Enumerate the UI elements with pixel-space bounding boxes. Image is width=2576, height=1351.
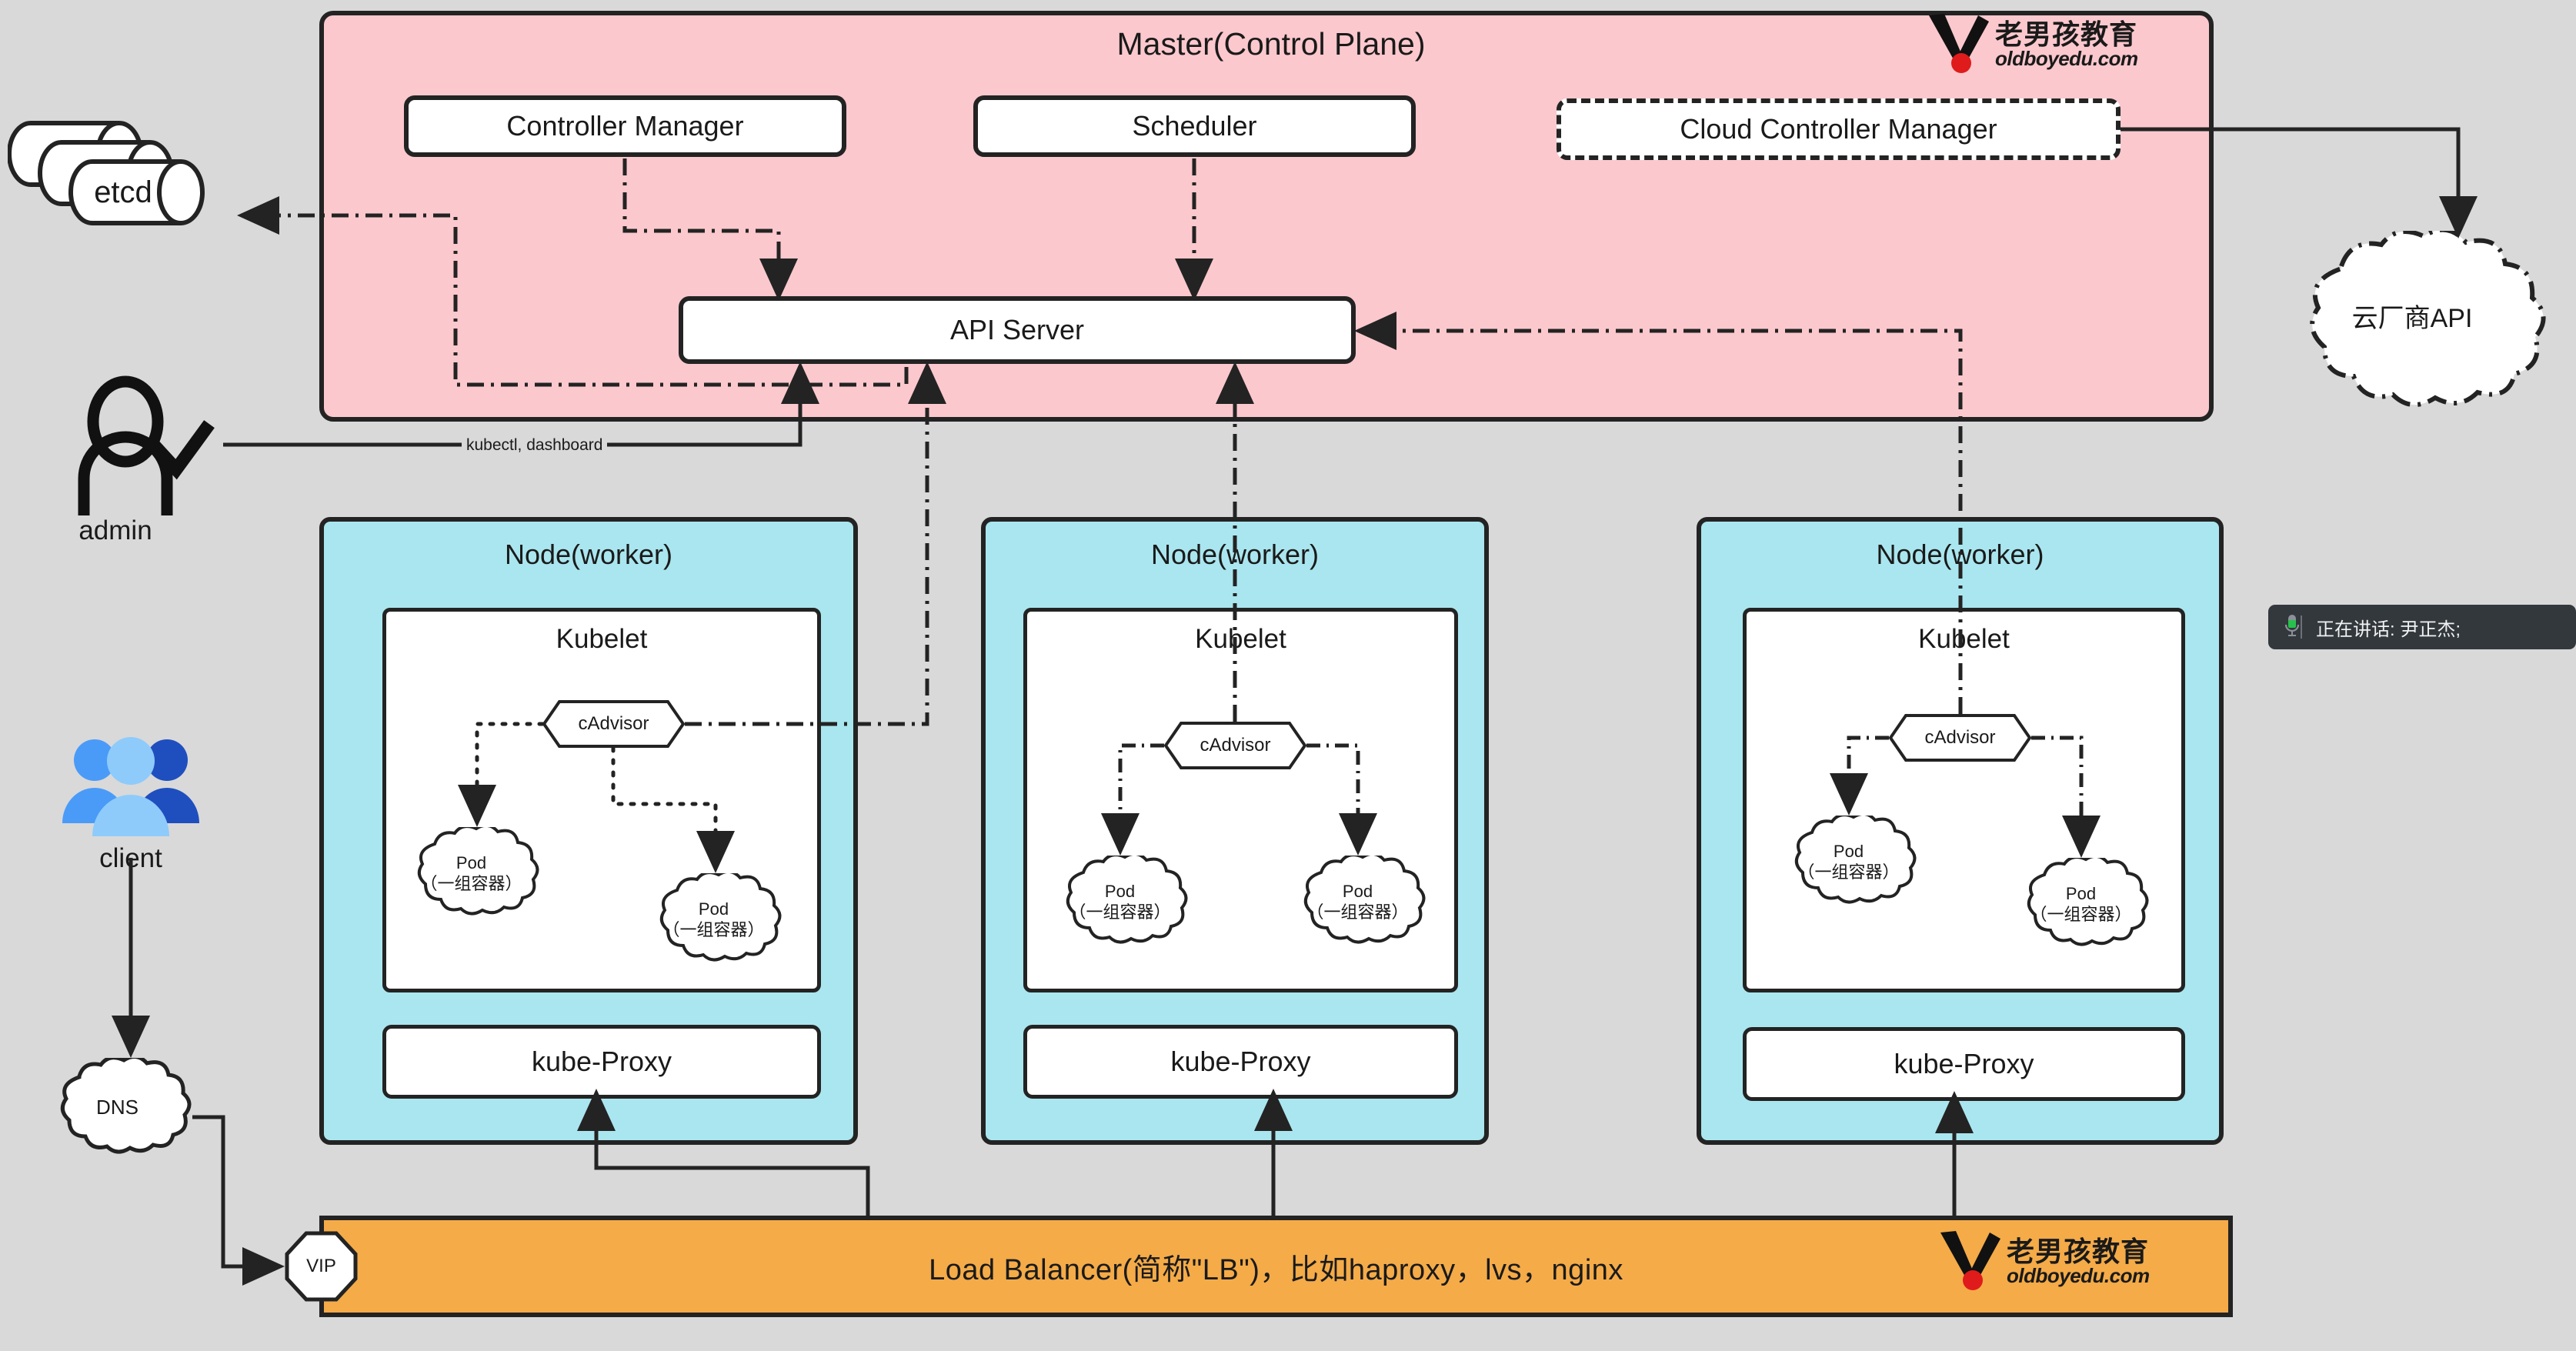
pod-1-2-line1: Pod <box>698 899 729 919</box>
kubelet-3-label: Kubelet <box>1918 624 2010 654</box>
kube-proxy-2-label: kube-Proxy <box>1170 1046 1311 1077</box>
speaking-text: 正在讲话: 尹正杰; <box>2316 619 2461 640</box>
pod-3-2-line2: （一组容器） <box>2030 905 2132 924</box>
vip-node[interactable]: VIP <box>285 1231 358 1302</box>
pod-2-1-line2: （一组容器） <box>1069 902 1171 922</box>
logo-vee-icon-lb <box>1939 1229 2004 1294</box>
scheduler-label: Scheduler <box>1132 110 1257 142</box>
oldboyedu-logo-master: 老男孩教育 oldboyedu.com <box>1927 12 2138 77</box>
dns-label: DNS <box>96 1096 138 1119</box>
dns-cloud[interactable]: DNS <box>42 1058 192 1158</box>
pod-3-1-line2: （一组容器） <box>1797 862 1900 882</box>
pod-2-1-line1: Pod <box>1104 881 1136 901</box>
pod-1-2-line2: （一组容器） <box>662 920 765 939</box>
cloud-controller-manager-box[interactable]: Cloud Controller Manager <box>1557 98 2121 160</box>
client-label: client <box>99 843 162 873</box>
master-title: Master(Control Plane) <box>1116 26 1426 62</box>
controller-manager-box[interactable]: Controller Manager <box>404 95 846 157</box>
node-3-title: Node(worker) <box>1876 539 2044 570</box>
microphone-icon <box>2284 614 2301 641</box>
pod-2-2[interactable]: Pod （一组容器） <box>1286 856 1429 948</box>
cadvisor-2[interactable]: cAdvisor <box>1164 722 1306 769</box>
cloud-vendor-api-label: 云厂商API <box>2351 304 2473 334</box>
kube-proxy-1-label: kube-Proxy <box>531 1046 672 1077</box>
cloud-controller-manager-label: Cloud Controller Manager <box>1680 113 1997 145</box>
node-2-title: Node(worker) <box>1150 539 1320 570</box>
pod-2-2-line1: Pod <box>1342 881 1373 901</box>
kube-proxy-2[interactable]: kube-Proxy <box>1023 1025 1458 1099</box>
cadvisor-3[interactable]: cAdvisor <box>1889 714 2031 762</box>
logo-en-text-lb: oldboyedu.com <box>2007 1264 2150 1287</box>
cadvisor-3-label: cAdvisor <box>1924 727 1996 749</box>
api-server-box[interactable]: API Server <box>679 296 1356 364</box>
pod-1-2[interactable]: Pod （一组容器） <box>642 873 785 966</box>
client-icon <box>58 735 204 842</box>
kubectl-edge-label: kubectl, dashboard <box>462 435 608 456</box>
kubelet-2-label: Kubelet <box>1195 624 1286 654</box>
cadvisor-2-label: cAdvisor <box>1200 735 1271 756</box>
logo-cn-text: 老男孩教育 <box>1995 18 2138 50</box>
logo-en-text: oldboyedu.com <box>1995 47 2138 70</box>
speaking-divider <box>2301 615 2302 639</box>
kube-proxy-3-label: kube-Proxy <box>1894 1048 2034 1079</box>
logo-vee-icon <box>1927 12 1992 77</box>
speaking-indicator: 正在讲话: 尹正杰; <box>2268 605 2576 649</box>
admin-label: admin <box>78 515 152 545</box>
logo-cn-text-lb: 老男孩教育 <box>2007 1236 2150 1267</box>
pod-2-1[interactable]: Pod （一组容器） <box>1049 856 1191 948</box>
svg-text:etcd: etcd <box>94 175 152 209</box>
etcd-cluster[interactable]: etcd etcd <box>7 100 254 246</box>
vip-label: VIP <box>306 1256 336 1277</box>
pod-3-1-line1: Pod <box>1833 841 1864 861</box>
pod-3-1[interactable]: Pod （一组容器） <box>1777 816 1920 908</box>
pod-1-1-line1: Pod <box>455 852 487 872</box>
kube-proxy-3[interactable]: kube-Proxy <box>1743 1027 2185 1101</box>
load-balancer-bar[interactable]: Load Balancer(简称"LB")，比如haproxy，lvs，ngin… <box>319 1216 2233 1317</box>
load-balancer-label: Load Balancer(简称"LB")，比如haproxy，lvs，ngin… <box>929 1253 1623 1286</box>
pod-3-2-line1: Pod <box>2065 883 2097 903</box>
oldboyedu-logo-lb: 老男孩教育 oldboyedu.com <box>1939 1229 2150 1294</box>
api-server-label: API Server <box>949 314 1085 346</box>
pod-1-1[interactable]: Pod （一组容器） <box>400 827 542 919</box>
pod-1-1-line2: （一组容器） <box>420 874 522 893</box>
cadvisor-1[interactable]: cAdvisor <box>542 700 685 748</box>
kube-proxy-1[interactable]: kube-Proxy <box>382 1025 821 1099</box>
admin-icon <box>73 369 219 515</box>
node-1-title: Node(worker) <box>504 539 673 570</box>
controller-manager-label: Controller Manager <box>506 110 744 142</box>
scheduler-box[interactable]: Scheduler <box>973 95 1416 157</box>
pod-2-2-line2: （一组容器） <box>1306 902 1409 922</box>
pod-3-2[interactable]: Pod （一组容器） <box>2010 858 2152 950</box>
cadvisor-1-label: cAdvisor <box>578 713 649 735</box>
kubelet-1-label: Kubelet <box>556 624 648 654</box>
cloud-vendor-api[interactable]: 云厂商API <box>2274 231 2551 408</box>
